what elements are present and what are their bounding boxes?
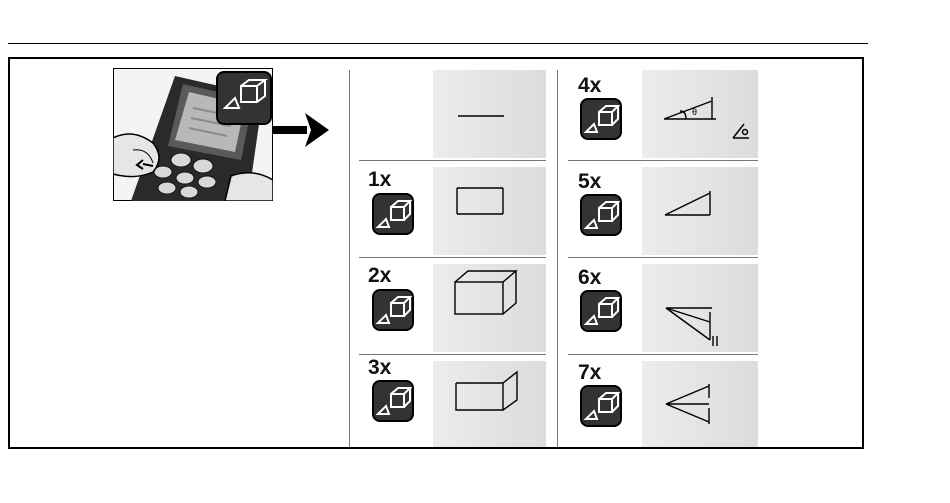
step-count: 6x — [578, 267, 601, 288]
indirect-length-icon — [663, 382, 717, 426]
top-rule — [8, 43, 868, 44]
step-count: 3x — [368, 357, 391, 378]
function-key-icon — [372, 380, 414, 422]
wall-area-icon — [453, 368, 521, 414]
rectangle-icon — [454, 185, 506, 217]
box-volume-icon — [452, 267, 520, 317]
function-key-icon — [580, 385, 622, 427]
function-key-icon — [580, 290, 622, 332]
svg-text:θ: θ — [692, 107, 697, 117]
column-divider-left — [349, 70, 350, 447]
row-divider — [568, 354, 758, 355]
function-key-icon — [580, 98, 622, 140]
column-divider-right — [557, 70, 558, 447]
step-count: 5x — [578, 171, 601, 192]
step-count: 7x — [578, 362, 601, 383]
function-key-icon — [372, 193, 414, 235]
dash-icon — [456, 110, 506, 122]
device-illustration — [113, 68, 273, 201]
double-indirect-height-icon — [662, 302, 724, 348]
row-divider — [359, 354, 546, 355]
row-divider — [568, 257, 758, 258]
tilt-angle-icon: θ — [660, 93, 722, 125]
row-divider — [359, 257, 546, 258]
step-count: 4x — [578, 75, 601, 96]
function-key-icon — [372, 289, 414, 331]
indirect-height-icon — [662, 187, 716, 223]
row-divider — [568, 160, 758, 161]
function-key-icon — [580, 194, 622, 236]
row-divider — [359, 160, 546, 161]
right-arrow-icon — [273, 113, 329, 147]
step-count: 2x — [368, 265, 391, 286]
angle-measure-icon — [730, 120, 752, 142]
step-count: 1x — [368, 169, 391, 190]
